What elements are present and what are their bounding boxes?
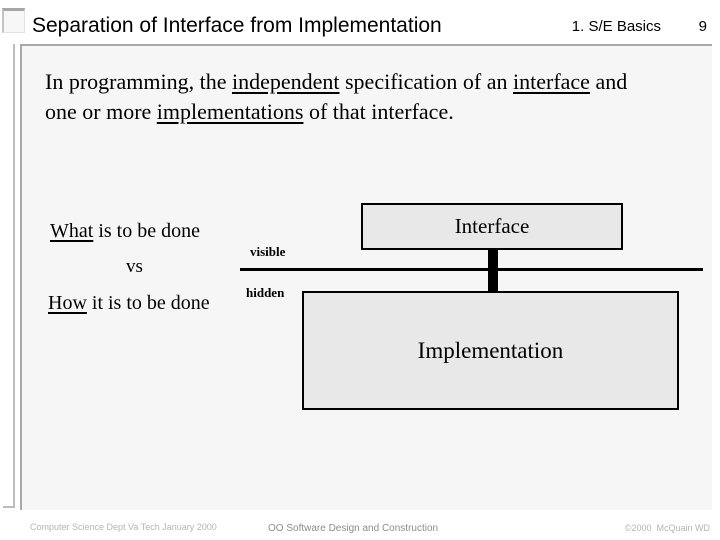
definition-segment: one or more [45,99,157,124]
underlined-term-interface: interface [513,69,590,94]
page-number: 9 [698,18,707,35]
interface-box-label: Interface [454,214,530,238]
underlined-word-what: What [50,220,94,242]
implementation-box: Implementation [302,291,679,410]
visible-label: visible [250,244,286,259]
underlined-term-independent: independent [231,69,340,94]
definition-segment: of that interface. [303,99,454,124]
section-label: 1. S/E Basics [571,18,661,35]
what-line-rest: is to be done [93,220,200,242]
how-line-rest: it is to be done [86,292,210,314]
interface-implementation-connector [488,250,498,292]
hidden-label: hidden [246,285,285,300]
left-margin-line [13,44,15,508]
footer-department: Computer Science Dept Va Tech January 20… [30,522,217,532]
definition-segment: specification of an [339,69,513,94]
slide-title: Separation of Interface from Implementat… [32,14,442,37]
corner-square-decoration [2,8,25,33]
footer-copyright: ©2000 McQuain WD [624,523,710,533]
underlined-word-how: How [48,292,87,314]
what-line: What is to be done [50,220,200,243]
implementation-box-label: Implementation [417,337,564,363]
left-margin-foot [3,506,15,508]
visible-hidden-divider-line [240,268,703,271]
content-frame [20,44,712,510]
how-line: How it is to be done [48,292,210,315]
definition-segment: and [589,69,628,94]
vs-label: vs [126,256,143,277]
underlined-term-implementations: implementations [156,99,304,124]
interface-box: Interface [361,203,623,250]
footer-course-title: OO Software Design and Construction [268,523,439,534]
definition-text: In programming, the independent specific… [45,67,695,127]
definition-segment: In programming, the [45,69,232,94]
